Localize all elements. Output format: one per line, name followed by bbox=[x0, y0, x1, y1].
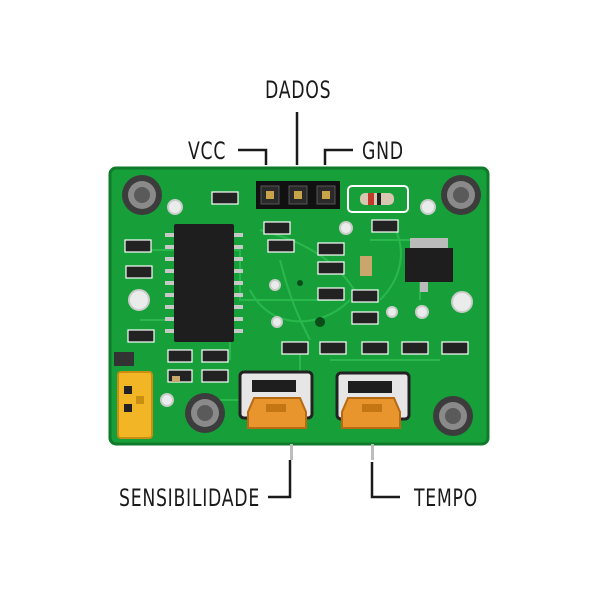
mounting-holes bbox=[128, 199, 473, 407]
leader-lines bbox=[238, 112, 400, 499]
capacitor-top-left bbox=[122, 175, 162, 215]
capacitor-bottom-right bbox=[433, 396, 473, 436]
label-tempo: TEMPO bbox=[414, 484, 479, 512]
label-gnd: GND bbox=[362, 137, 404, 165]
capacitor-bottom-left bbox=[185, 393, 225, 433]
tempo-leader-line bbox=[370, 462, 400, 499]
voltage-regulator bbox=[405, 238, 453, 292]
gnd-leader-line bbox=[323, 148, 353, 165]
potentiometer-tempo bbox=[335, 371, 411, 429]
bottom-pins bbox=[290, 444, 374, 460]
capacitor-top-right bbox=[441, 175, 481, 215]
diode bbox=[347, 185, 409, 213]
smd-components bbox=[124, 191, 469, 383]
potentiometer-sensibilidade bbox=[238, 370, 314, 429]
label-dados: DADOS bbox=[265, 76, 332, 104]
capacitors bbox=[122, 175, 481, 436]
jumper bbox=[114, 352, 153, 439]
ic-chip bbox=[165, 224, 243, 342]
label-vcc: VCC bbox=[188, 137, 227, 165]
sensibilidade-leader-line bbox=[268, 460, 292, 499]
vcc-leader-line bbox=[238, 148, 268, 165]
header-pins bbox=[256, 181, 340, 209]
label-sensibilidade: SENSIBILIDADE bbox=[119, 484, 260, 512]
